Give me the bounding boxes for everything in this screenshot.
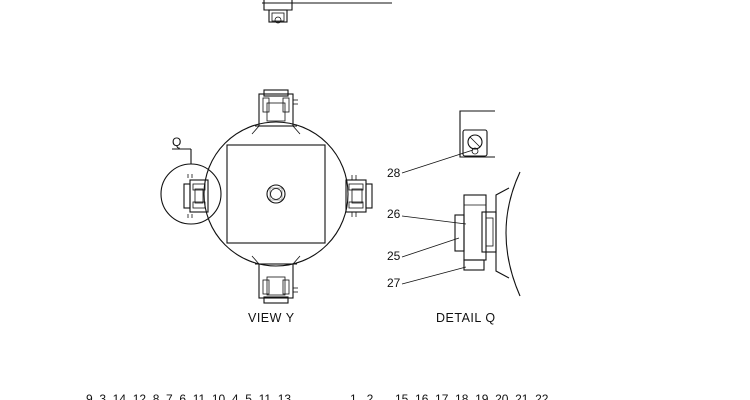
callout-27: 27 — [387, 276, 401, 290]
main-housing-circle — [203, 121, 349, 267]
right-clamp — [345, 175, 373, 217]
bottom-callouts-right: 15 16 17 18 19 20 21 22 — [395, 392, 549, 400]
detail-q-marker: Q — [172, 135, 181, 149]
top-clamp — [251, 89, 301, 135]
center-hub-inner — [270, 188, 282, 200]
center-hub-outer — [266, 184, 286, 204]
central-square — [226, 144, 326, 244]
bottom-callouts-mid: 1 2 — [350, 392, 374, 400]
bottom-callouts-left: 9 3 14 12 8 7 6 11 10 4 5 11 13 — [86, 392, 291, 400]
top-fragment — [262, 0, 392, 24]
detail-q-drawing — [454, 110, 521, 297]
detail-q-caption: DETAIL Q — [436, 311, 496, 325]
callout-28: 28 — [387, 166, 401, 180]
callout-25: 25 — [387, 249, 401, 263]
view-y-drawing: Q — [160, 89, 373, 304]
callout-26: 26 — [387, 207, 401, 221]
detail-callout-leaders — [401, 149, 474, 285]
bottom-clamp — [251, 255, 301, 304]
view-y-caption: VIEW Y — [248, 311, 295, 325]
left-clamp — [183, 174, 209, 218]
detail-q-circle — [160, 163, 222, 225]
